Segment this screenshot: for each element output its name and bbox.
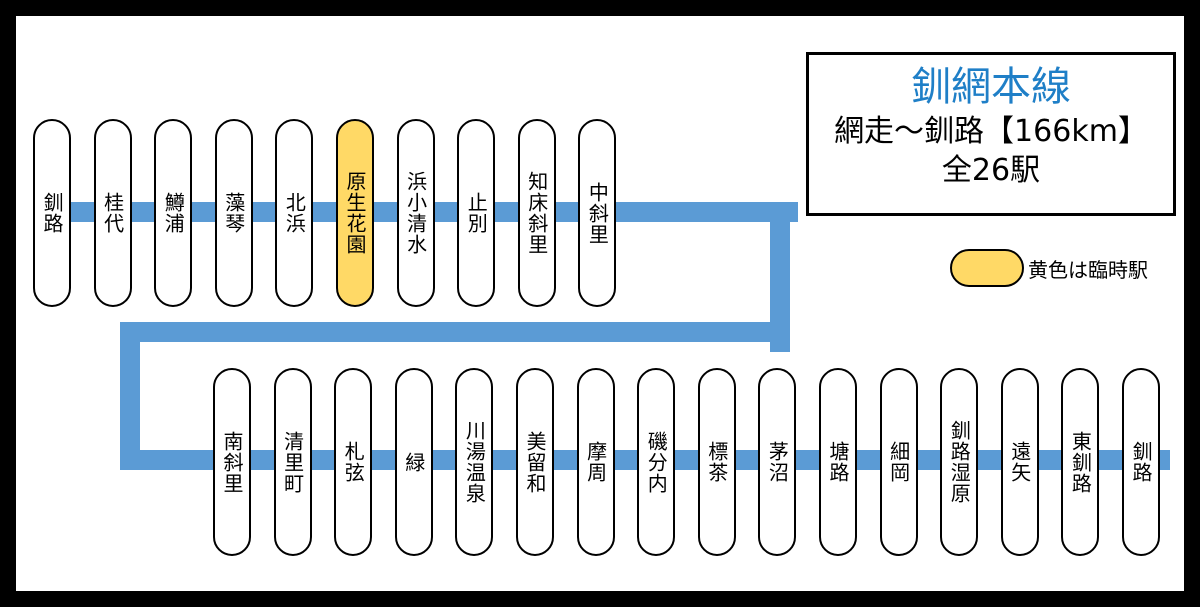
station-name: 釧路 [40, 192, 64, 234]
station: 美留和 [516, 368, 554, 556]
station-name: 中斜里 [585, 181, 610, 245]
title-box: 釧網本線 網走～釧路【166km】 全26駅 [806, 52, 1176, 216]
station-name: 北浜 [282, 192, 307, 234]
station: 東釧路 [1061, 368, 1100, 556]
station-name: 清里町 [280, 430, 305, 494]
station: 藻琴 [214, 119, 253, 307]
line-title: 釧網本線 [911, 64, 1071, 110]
station: 浜小清水 [396, 119, 435, 307]
station-name: 浜小清水 [403, 171, 428, 255]
station: 細岡 [879, 368, 918, 556]
station-name: 美留和 [523, 430, 547, 494]
legend-swatch [950, 249, 1024, 287]
station: 川湯温泉 [455, 368, 494, 556]
station-name: 標茶 [704, 441, 729, 483]
station: 知床斜里 [517, 119, 556, 307]
station: 茅沼 [758, 368, 797, 556]
station: 磯分内 [637, 368, 676, 556]
station: 釧路 [33, 119, 71, 307]
route-line-left-connector [120, 322, 140, 468]
station-name: 摩周 [583, 441, 608, 483]
route-line-middle [120, 322, 790, 342]
station: 札弦 [334, 368, 373, 556]
station: 標茶 [697, 368, 736, 556]
legend: 黄色は臨時駅 [950, 249, 1148, 287]
station: 桂代 [93, 119, 132, 307]
station: 釧路湿原 [940, 368, 979, 556]
station-name: 知床斜里 [524, 171, 549, 255]
station-name: 細岡 [886, 441, 911, 483]
station-name: 川湯温泉 [462, 420, 487, 504]
station: 北浜 [275, 119, 314, 307]
station-name: 茅沼 [765, 441, 790, 483]
legend-label: 黄色は臨時駅 [1028, 257, 1148, 282]
station: 清里町 [273, 368, 312, 556]
station: 原生花園 [336, 119, 374, 307]
station-name: 止別 [464, 192, 489, 234]
station-name: 緑 [401, 451, 426, 473]
station-name: 塘路 [826, 441, 850, 483]
station-name: 原生花園 [343, 171, 367, 255]
station-name: 鱒浦 [161, 192, 186, 234]
station: 南斜里 [213, 368, 251, 556]
route-line-right-connector [770, 202, 790, 352]
station-name: 東釧路 [1068, 430, 1093, 494]
station: 釧路 [1122, 368, 1160, 556]
station-name: 磯分内 [644, 430, 669, 494]
station: 摩周 [576, 368, 615, 556]
station: 塘路 [819, 368, 857, 556]
station-name: 南斜里 [220, 430, 244, 494]
station: 遠矢 [1000, 368, 1039, 556]
station-name: 釧路 [1129, 441, 1153, 483]
station-count: 全26駅 [941, 153, 1041, 188]
station: 緑 [394, 368, 433, 556]
line-subtitle: 網走～釧路【166km】 [834, 114, 1148, 149]
station-name: 札弦 [341, 441, 366, 483]
station: 中斜里 [578, 119, 617, 307]
station-name: 桂代 [100, 192, 125, 234]
station-name: 遠矢 [1007, 441, 1032, 483]
route-diagram: 釧路桂代鱒浦藻琴北浜原生花園浜小清水止別知床斜里中斜里 南斜里清里町札弦緑川湯温… [16, 16, 1184, 591]
station: 鱒浦 [154, 119, 193, 307]
station-name: 釧路湿原 [947, 420, 972, 504]
station-name: 藻琴 [221, 192, 246, 234]
station: 止別 [457, 119, 496, 307]
